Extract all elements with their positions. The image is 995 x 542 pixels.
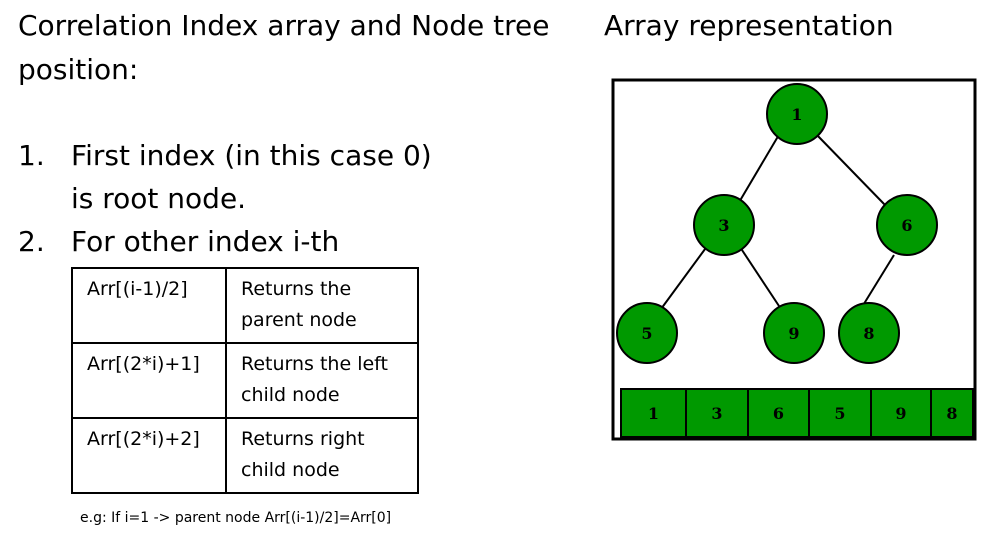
array-representation-title: Array representation [604, 4, 894, 48]
array-cell-box [930, 388, 974, 438]
array-cells: 1 3 6 5 9 8 [620, 388, 974, 438]
list-item-2: 2. For other index i-th [18, 220, 339, 263]
list-item-text: First index (in this case 0) [71, 139, 432, 172]
array-cell-label: 9 [895, 404, 906, 423]
tree-node-label: 6 [901, 216, 912, 235]
list-number: 1. [18, 139, 45, 172]
table-row: Arr[(2*i)+1] Returns the left child node [71, 342, 419, 419]
table-cell-description: Returns right child node [225, 417, 419, 494]
array-cell-label: 8 [946, 404, 957, 423]
tree-node-circle [616, 302, 678, 364]
description-line: Returns the left [241, 353, 388, 375]
description-line: parent node [241, 309, 357, 331]
array-cell: 6 [747, 388, 810, 438]
tree-nodes: 1 3 6 5 9 8 [616, 83, 938, 364]
tree-edge [739, 246, 782, 310]
tree-node: 5 [616, 302, 678, 364]
table-row: Arr[(2*i)+2] Returns right child node [71, 417, 419, 494]
array-cell-box [685, 388, 749, 438]
tree-node: 6 [876, 194, 938, 256]
array-cell: 5 [808, 388, 872, 438]
tree-node-circle [838, 302, 900, 364]
array-cell-box [747, 388, 810, 438]
table-cell-expression: Arr[(2*i)+2] [71, 417, 227, 494]
description-line: child node [241, 459, 340, 481]
tree-node: 9 [763, 302, 825, 364]
tree-node-label: 1 [791, 105, 802, 124]
table-cell-description: Returns the left child node [225, 342, 419, 419]
page-title: Correlation Index array and Node tree po… [18, 4, 578, 92]
tree-node: 1 [766, 83, 828, 145]
array-cell: 9 [870, 388, 932, 438]
array-cell-label: 6 [773, 404, 784, 423]
tree-edge [737, 132, 781, 205]
array-cell: 8 [930, 388, 974, 438]
table-cell-expression: Arr[(2*i)+1] [71, 342, 227, 419]
description-line: child node [241, 384, 340, 406]
array-cell-box [870, 388, 932, 438]
tree-node-circle [763, 302, 825, 364]
list-item-1-continued: is root node. [71, 177, 246, 220]
page-title-text: Correlation Index array and Node tree po… [18, 9, 550, 86]
array-cell: 3 [685, 388, 749, 438]
array-cell-label: 3 [711, 404, 722, 423]
list-item-1: 1. First index (in this case 0) [18, 134, 432, 177]
list-number: 2. [18, 225, 45, 258]
tree-node-circle [693, 194, 755, 256]
tree-edge [815, 133, 887, 207]
array-representation-title-text: Array representation [604, 9, 894, 42]
tree-node-label: 8 [863, 324, 874, 343]
description-line: Returns the [241, 278, 352, 300]
tree-node: 8 [838, 302, 900, 364]
tree-node-circle [876, 194, 938, 256]
tree-edges [660, 132, 895, 310]
description-line: Returns right [241, 428, 365, 450]
table-cell-description: Returns the parent node [225, 267, 419, 344]
tree-edge [660, 244, 709, 310]
list-item-text: For other index i-th [71, 225, 340, 258]
table-row: Arr[(i-1)/2] Returns the parent node [71, 267, 419, 344]
tree-node-label: 5 [641, 324, 652, 343]
list-item-text-continued: is root node. [71, 182, 247, 215]
index-formula-table: Arr[(i-1)/2] Returns the parent node Arr… [71, 267, 419, 494]
tree-node-circle [766, 83, 828, 145]
array-cell-label: 1 [648, 404, 659, 423]
array-cell: 1 [620, 388, 687, 438]
array-cell-label: 5 [834, 404, 845, 423]
tree-edge [861, 254, 895, 308]
tree-node-label: 3 [718, 216, 729, 235]
table-cell-expression: Arr[(i-1)/2] [71, 267, 227, 344]
array-cell-box [620, 388, 687, 438]
tree-node-label: 9 [788, 324, 799, 343]
tree-node: 3 [693, 194, 755, 256]
example-note: e.g: If i=1 -> parent node Arr[(i-1)/2]=… [80, 510, 392, 526]
